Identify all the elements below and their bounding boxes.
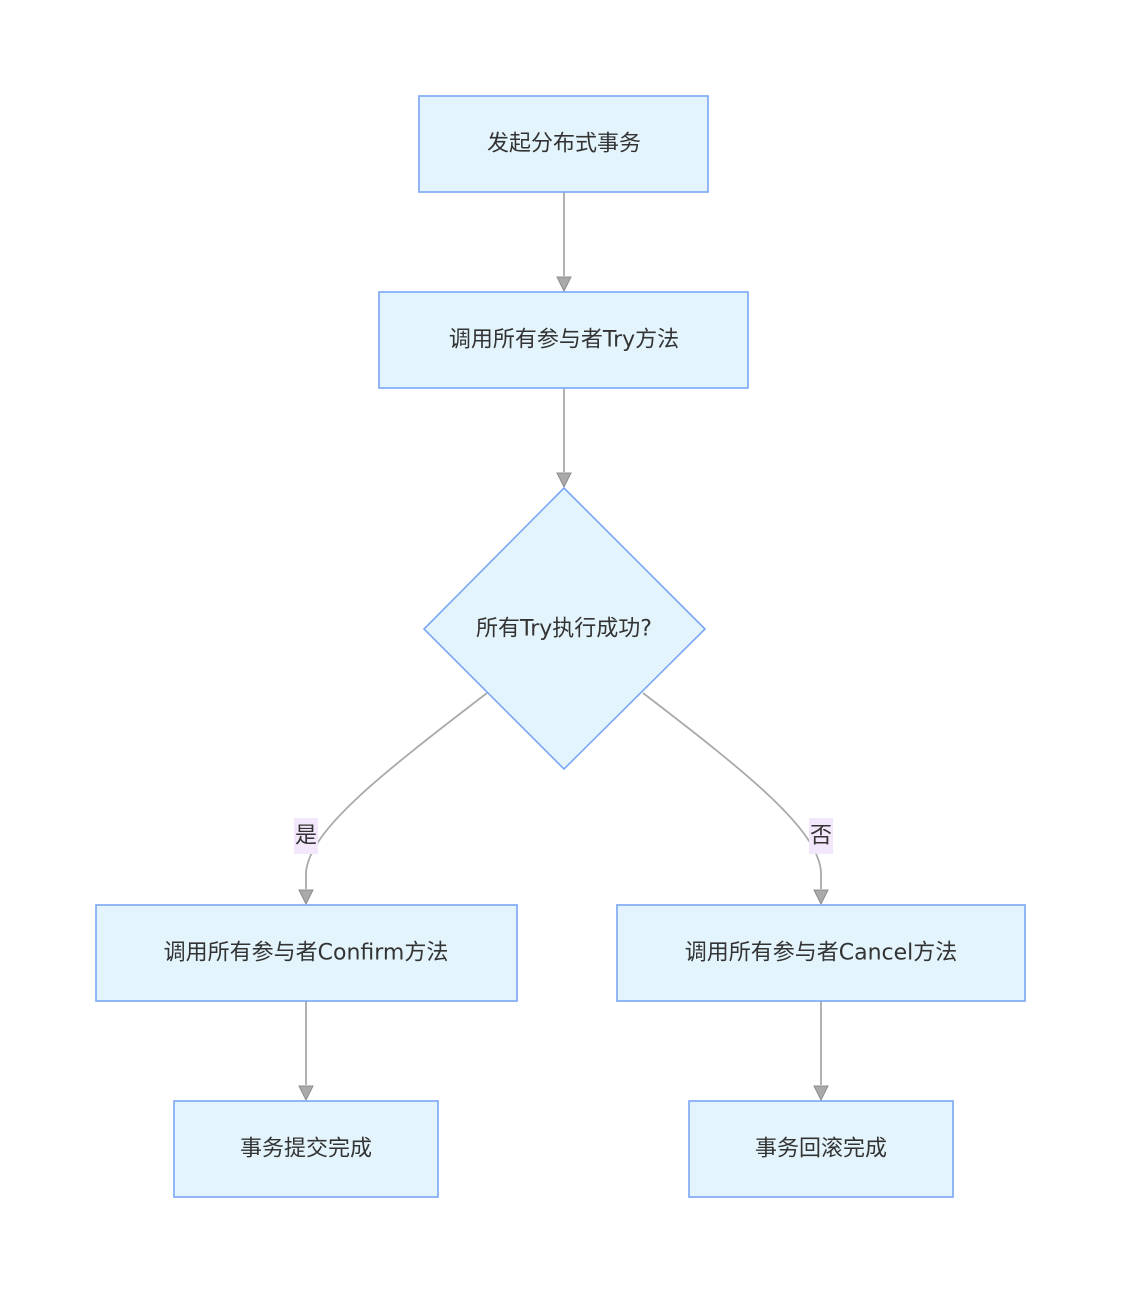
arrow-cancel-to-rollback	[813, 1085, 829, 1102]
arrow-confirm-to-commit	[298, 1085, 314, 1102]
edge-decision-to-cancel	[642, 692, 822, 889]
node-start-label: 发起分布式事务	[487, 132, 641, 157]
node-try-box	[378, 291, 749, 389]
edge-label-yes: 是	[294, 818, 318, 854]
node-confirm: 调用所有参与者Confirm方法	[95, 904, 518, 1002]
arrow-decision-to-cancel	[813, 889, 829, 906]
node-commit-done-box	[173, 1100, 439, 1198]
node-cancel: 调用所有参与者Cancel方法	[616, 904, 1026, 1002]
edge-label-no-text: 否	[810, 824, 832, 849]
node-rollback-done-box	[688, 1100, 954, 1198]
edge-decision-to-confirm	[305, 692, 488, 889]
arrow-try-to-decision	[556, 472, 572, 489]
node-decision: 所有Try执行成功?	[422, 486, 707, 771]
node-confirm-label: 调用所有参与者Confirm方法	[164, 941, 449, 966]
edge-label-yes-background	[294, 818, 318, 854]
node-rollback-done-label: 事务回滚完成	[755, 1137, 887, 1162]
arrow-start-to-try	[556, 276, 572, 293]
node-commit-done: 事务提交完成	[173, 1100, 439, 1198]
node-commit-done-label: 事务提交完成	[240, 1137, 372, 1162]
node-start-box	[418, 95, 709, 193]
node-rollback-done: 事务回滚完成	[688, 1100, 954, 1198]
node-start: 发起分布式事务	[418, 95, 709, 193]
edge-label-no-background	[809, 818, 833, 854]
node-cancel-label: 调用所有参与者Cancel方法	[685, 941, 958, 966]
node-try: 调用所有参与者Try方法	[378, 291, 749, 389]
node-decision-diamond	[422, 486, 707, 771]
edge-label-yes-text: 是	[295, 824, 317, 849]
node-decision-label: 所有Try执行成功?	[476, 617, 652, 642]
edges	[298, 192, 829, 1102]
edge-label-no: 否	[809, 818, 833, 854]
node-cancel-box	[616, 904, 1026, 1002]
node-confirm-box	[95, 904, 518, 1002]
arrow-decision-to-confirm	[298, 889, 314, 906]
node-try-label: 调用所有参与者Try方法	[449, 328, 679, 353]
